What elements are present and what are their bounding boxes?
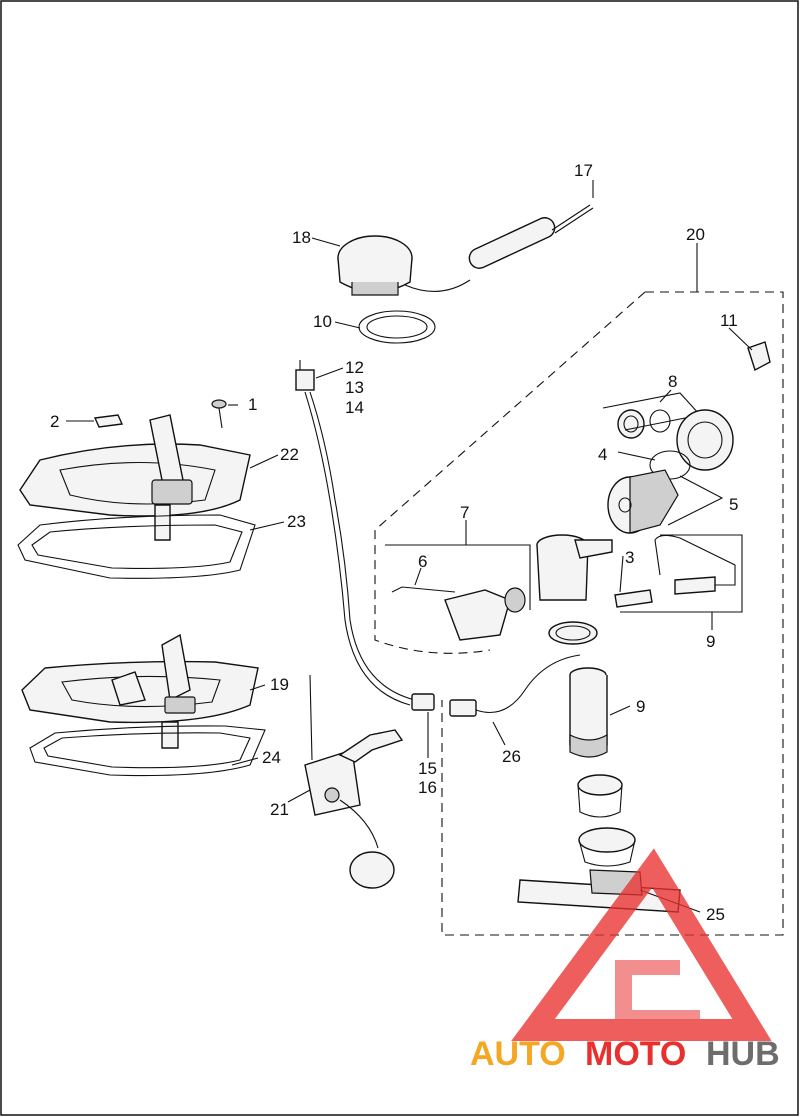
callout-1: 1 [248,395,257,414]
callout-17: 17 [574,161,593,180]
assembly-boundary [374,291,784,936]
callout-18: 18 [292,228,311,247]
callout-12: 12 [345,358,364,377]
top-plate-22 [19,414,251,541]
callout-14: 14 [345,398,364,417]
callout-7: 7 [460,503,469,522]
bottom-plate-19 [21,633,259,749]
bracket-assembly-7 [385,544,531,641]
fuel-pump-9 [569,667,608,758]
callout-3: 3 [625,548,634,567]
watermark-logo [511,848,772,1041]
lower-bracket [578,827,636,867]
filter-housing [649,409,734,480]
callout-9a: 9 [706,632,715,651]
callout-16: 16 [418,778,437,797]
callout-19: 19 [270,675,289,694]
callout-24: 24 [262,748,281,767]
callout-6: 6 [418,552,427,571]
callout-4: 4 [598,445,607,464]
fitting-3 [614,589,653,608]
callout-5: 5 [729,495,738,514]
gasket-23 [17,514,256,579]
clip-11 [747,341,771,372]
callout-10: 10 [313,312,332,331]
gasket-24 [29,725,266,777]
fuel-filter-5 [607,469,679,534]
nut-2 [93,414,124,428]
callout-23: 23 [287,512,306,531]
wire-harness [295,360,435,711]
watermark-triangle-icon [511,848,772,1041]
watermark-text-hub: HUB [706,1035,780,1073]
callout-15: 15 [418,759,437,778]
pump-rings [548,621,623,818]
callout-13: 13 [345,378,364,397]
callout-8: 8 [668,372,677,391]
callout-26: 26 [502,747,521,766]
callout-25: 25 [706,905,725,924]
o-ring-10 [358,310,436,344]
watermark-text-moto: MOTO [585,1035,686,1073]
pump-harness-26 [449,654,581,717]
callout-22: 22 [280,445,299,464]
watermark-text-auto: AUTO [470,1035,566,1073]
callouts: 1 2 3 4 5 6 7 8 9 9 10 11 12 13 14 15 16… [50,161,738,924]
callout-20: 20 [686,225,705,244]
cap-assembly [337,204,594,296]
callout-2: 2 [50,412,59,431]
pump-reservoir [536,534,613,601]
screw-1 [211,399,227,429]
callout-11: 11 [720,311,738,330]
callout-21: 21 [270,800,289,819]
callout-9b: 9 [636,697,645,716]
level-sender-21 [304,674,404,889]
seals-8 [602,392,702,439]
